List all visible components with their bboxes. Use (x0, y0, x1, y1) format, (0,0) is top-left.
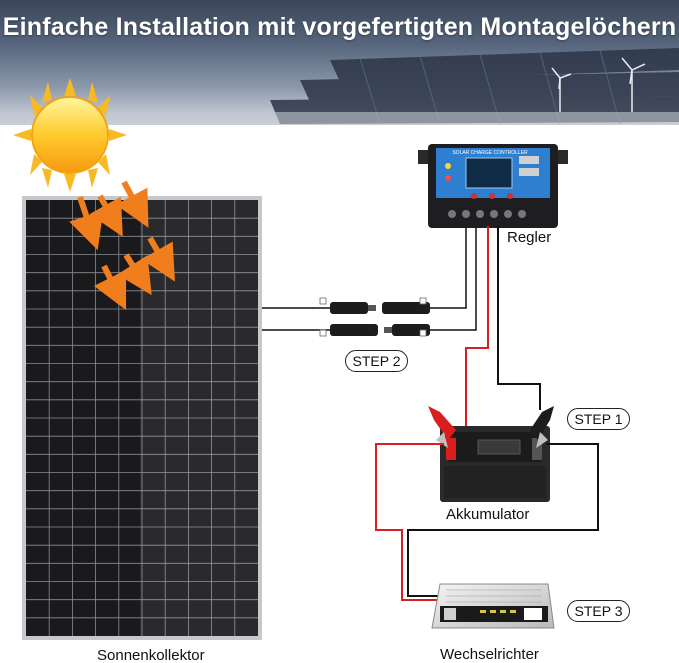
header-landscape (0, 48, 679, 125)
inverter (431, 583, 555, 629)
header-banner: Einfache Installation mit vorgefertigten… (0, 0, 679, 125)
battery-positive-wire (465, 226, 489, 432)
step-1-badge: STEP 1 (567, 408, 630, 430)
inverter-negative-wire (407, 443, 599, 597)
panel-cables (262, 222, 477, 331)
charge-controller (418, 144, 568, 228)
step-3-badge: STEP 3 (567, 600, 630, 622)
controller-label: Regler (507, 229, 552, 246)
header-title: Einfache Installation mit vorgefertigten… (2, 13, 677, 41)
wind-turbines (551, 57, 646, 112)
solar-panel (22, 196, 262, 640)
sun-rays (69, 180, 175, 311)
battery (440, 426, 550, 502)
battery-label: Akkumulator (446, 506, 530, 523)
controller-face-text: SOLAR CHARGE CONTROLLER (452, 150, 528, 156)
battery-negative-wire (497, 226, 541, 410)
panel-label: Sonnenkollektor (97, 647, 205, 663)
inverter-label: Wechselrichter (440, 646, 539, 663)
inverter-positive-wire (375, 443, 444, 601)
connector-icon (319, 297, 430, 337)
step-2-badge: STEP 2 (345, 350, 408, 372)
sun-icon (13, 78, 127, 192)
battery-clamp-icon (428, 406, 554, 448)
